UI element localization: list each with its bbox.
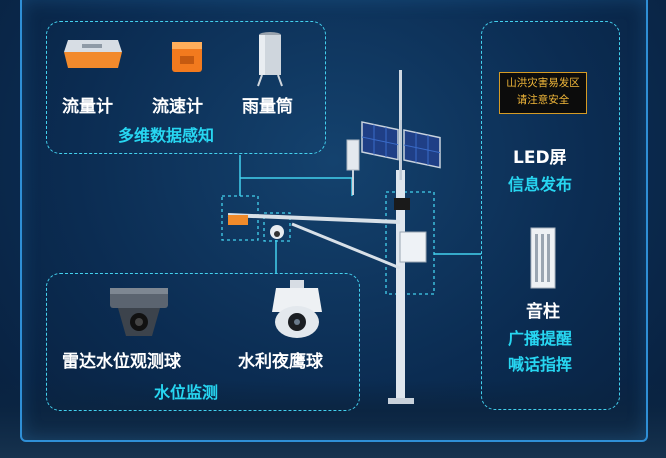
monitoring-caption: 水位监测 xyxy=(154,383,219,402)
speaker-subtitle-line-2: 喊话指挥 xyxy=(508,355,573,374)
monitoring-pole xyxy=(227,70,441,404)
output-group xyxy=(481,21,620,410)
led-screen-display: 山洪灾害易发区 请注意安全 xyxy=(499,72,587,114)
sensing-caption: 多维数据感知 xyxy=(118,126,215,145)
monitoring-item-label-nighthawk: 水利夜鹰球 xyxy=(238,352,323,372)
sensing-group xyxy=(46,21,326,154)
sensing-item-label-flow: 流量计 xyxy=(62,97,113,117)
monitoring-item-label-radar: 雷达水位观测球 xyxy=(62,352,181,372)
speaker-title: 音柱 xyxy=(526,302,560,322)
led-screen-line-1: 山洪灾害易发区 xyxy=(506,77,580,89)
sensing-item-label-velocity: 流速计 xyxy=(152,97,203,117)
led-subtitle: 信息发布 xyxy=(508,175,573,194)
connector-lines xyxy=(239,155,481,273)
monitoring-group xyxy=(46,273,360,411)
attachment-boxes xyxy=(221,191,435,295)
led-title: LED屏 xyxy=(513,148,567,168)
ground-backdrop xyxy=(0,380,666,458)
led-screen-line-2: 请注意安全 xyxy=(516,94,570,106)
sensing-item-label-rain: 雨量筒 xyxy=(242,97,293,117)
speaker-subtitle-line-1: 广播提醒 xyxy=(508,329,573,348)
panel-frame xyxy=(20,0,648,442)
